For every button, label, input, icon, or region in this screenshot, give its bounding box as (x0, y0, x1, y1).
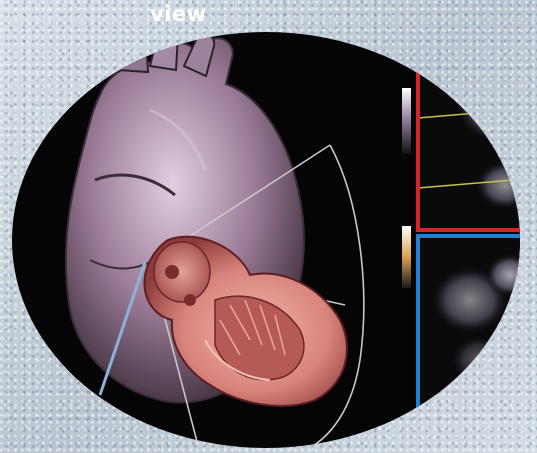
grayscale-bar (402, 88, 411, 154)
echo-image-panels (402, 30, 537, 453)
color-scale-bar (402, 226, 411, 288)
